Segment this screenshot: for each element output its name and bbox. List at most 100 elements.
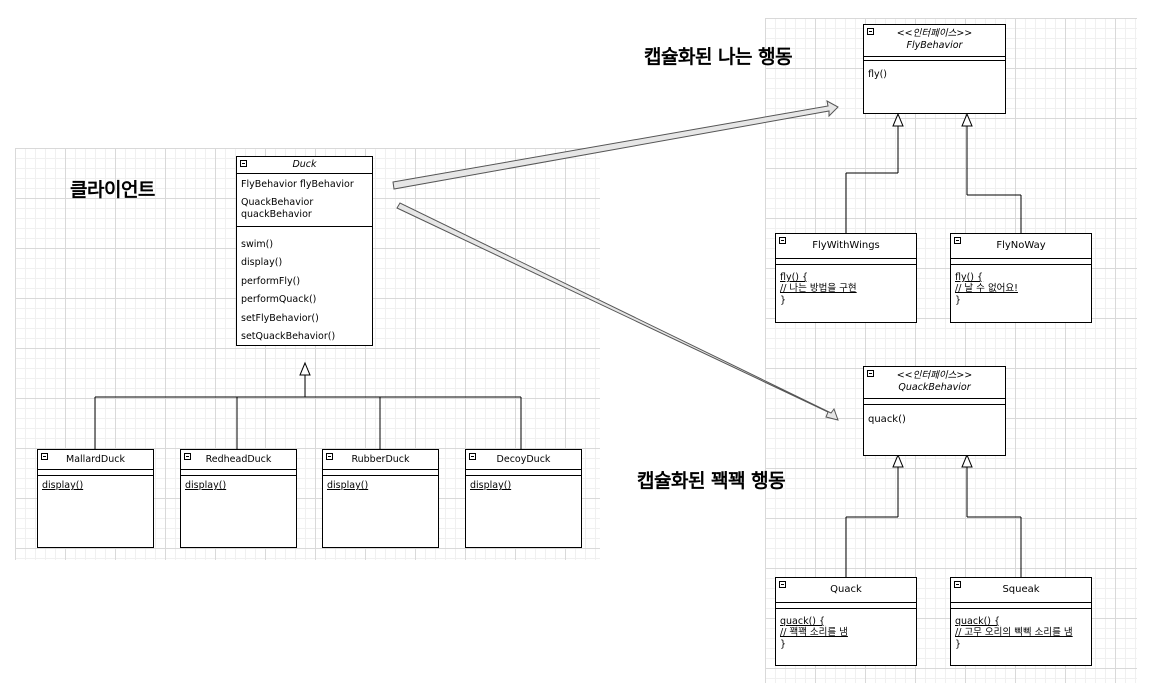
- separator: [181, 470, 296, 476]
- fly-arrowhead-1: [892, 112, 904, 127]
- collapse-icon[interactable]: [867, 370, 874, 377]
- method: display(): [241, 257, 283, 269]
- interface-name: QuackBehavior: [898, 382, 971, 393]
- stereotype: <<인터페이스>>: [896, 28, 973, 39]
- class-name: RubberDuck: [351, 454, 410, 465]
- method: display(): [185, 480, 227, 491]
- class-header: FlyNoWay: [951, 234, 1091, 259]
- method-body: fly() { // 나는 방법을 구현 }: [776, 265, 916, 306]
- collapse-icon[interactable]: [184, 453, 191, 460]
- class-name: FlyWithWings: [812, 240, 880, 251]
- mallardduck-class[interactable]: MallardDuck display(): [37, 449, 154, 548]
- client-heading: 클라이언트: [70, 179, 155, 201]
- class-name: Quack: [830, 584, 862, 595]
- class-header: MallardDuck: [38, 450, 153, 470]
- separator: [776, 603, 916, 609]
- code-line: fly() {: [955, 272, 984, 283]
- quack-arrowhead-1: [892, 453, 904, 468]
- decoyduck-class[interactable]: DecoyDuck display(): [465, 449, 582, 548]
- arrow-to-quack-behavior: [396, 202, 839, 421]
- rubberduck-class[interactable]: RubberDuck display(): [322, 449, 439, 548]
- fly-heading: 캡슐화된 나는 행동: [644, 46, 793, 68]
- collapse-icon[interactable]: [326, 453, 333, 460]
- separator: [864, 399, 1005, 405]
- class-name: Squeak: [1002, 584, 1040, 595]
- redheadduck-class[interactable]: RedheadDuck display(): [180, 449, 297, 548]
- code-line: }: [955, 638, 962, 650]
- code-line: quack() {: [780, 616, 826, 627]
- duck-inheritance-arrowhead: [299, 361, 311, 376]
- interface-header: <<인터페이스>> FlyBehavior: [864, 25, 1005, 57]
- collapse-icon[interactable]: [240, 160, 247, 167]
- quack-heading: 캡슐화된 꽥꽥 행동: [637, 470, 786, 492]
- method: performQuack(): [241, 294, 317, 306]
- method-body: quack() { // 꽥꽥 소리를 냄 }: [776, 609, 916, 650]
- class-name: RedheadDuck: [205, 454, 272, 465]
- collapse-icon[interactable]: [779, 581, 786, 588]
- code-line: }: [955, 294, 962, 306]
- class-header: RubberDuck: [323, 450, 438, 470]
- arrow-to-fly-behavior: [392, 100, 839, 190]
- method: fly(): [868, 69, 888, 80]
- duck-fields: FlyBehavior flyBehavior QuackBehavior qu…: [237, 174, 372, 227]
- collapse-icon[interactable]: [954, 237, 961, 244]
- separator: [38, 470, 153, 476]
- class-header: FlyWithWings: [776, 234, 916, 259]
- method: setFlyBehavior(): [241, 312, 319, 324]
- code-line: fly() {: [780, 272, 809, 283]
- code-line: }: [780, 294, 787, 306]
- separator: [864, 57, 1005, 61]
- method: swim(): [241, 239, 274, 250]
- class-header: RedheadDuck: [181, 450, 296, 470]
- code-line: quack() {: [955, 616, 1001, 627]
- duck-class-header: Duck: [237, 157, 372, 174]
- collapse-icon[interactable]: [41, 453, 48, 460]
- method: performFly(): [241, 275, 301, 287]
- interface-header: <<인터페이스>> QuackBehavior: [864, 367, 1005, 399]
- class-header: Squeak: [951, 578, 1091, 603]
- method: display(): [470, 480, 512, 491]
- field: QuackBehavior quackBehavior: [241, 197, 314, 220]
- collapse-icon[interactable]: [469, 453, 476, 460]
- interface-name: FlyBehavior: [906, 40, 963, 51]
- flynoway-class[interactable]: FlyNoWay fly() { // 날 수 없어요! }: [950, 233, 1092, 323]
- duck-methods: swim() display() performFly() performQua…: [237, 227, 372, 342]
- separator: [776, 259, 916, 265]
- duck-class[interactable]: Duck FlyBehavior flyBehavior QuackBehavi…: [236, 156, 373, 346]
- class-name: FlyNoWay: [996, 240, 1046, 251]
- method-body: quack() { // 고무 오리의 삑삑 소리를 냄 }: [951, 609, 1091, 650]
- collapse-icon[interactable]: [867, 28, 874, 35]
- flywithwings-class[interactable]: FlyWithWings fly() { // 나는 방법을 구현 }: [775, 233, 917, 323]
- quack-arrowhead-2: [961, 453, 973, 468]
- code-line: // 꽥꽥 소리를 냄: [780, 627, 848, 639]
- separator: [951, 603, 1091, 609]
- fly-arrowhead-2: [961, 112, 973, 127]
- class-name: Duck: [292, 159, 317, 170]
- field: FlyBehavior flyBehavior: [241, 179, 354, 190]
- code-line: // 나는 방법을 구현: [780, 283, 857, 295]
- stereotype: <<인터페이스>>: [896, 370, 973, 381]
- quackbehavior-interface[interactable]: <<인터페이스>> QuackBehavior quack(): [863, 366, 1006, 456]
- separator: [466, 470, 581, 476]
- code-line: // 날 수 없어요!: [955, 283, 1018, 295]
- class-header: Quack: [776, 578, 916, 603]
- method-body: fly() { // 날 수 없어요! }: [951, 265, 1091, 306]
- flybehavior-interface[interactable]: <<인터페이스>> FlyBehavior fly(): [863, 24, 1006, 114]
- separator: [323, 470, 438, 476]
- class-name: DecoyDuck: [496, 454, 551, 465]
- collapse-icon[interactable]: [779, 237, 786, 244]
- collapse-icon[interactable]: [954, 581, 961, 588]
- method: display(): [327, 480, 369, 491]
- class-name: MallardDuck: [66, 454, 125, 465]
- code-line: // 고무 오리의 삑삑 소리를 냄: [955, 627, 1073, 639]
- separator: [951, 259, 1091, 265]
- method: quack(): [868, 414, 906, 425]
- quack-class[interactable]: Quack quack() { // 꽥꽥 소리를 냄 }: [775, 577, 917, 666]
- squeak-class[interactable]: Squeak quack() { // 고무 오리의 삑삑 소리를 냄 }: [950, 577, 1092, 666]
- right-canvas-grid: [765, 18, 1137, 683]
- method: display(): [42, 480, 84, 491]
- method: setQuackBehavior(): [241, 330, 336, 342]
- class-header: DecoyDuck: [466, 450, 581, 470]
- code-line: }: [780, 638, 787, 650]
